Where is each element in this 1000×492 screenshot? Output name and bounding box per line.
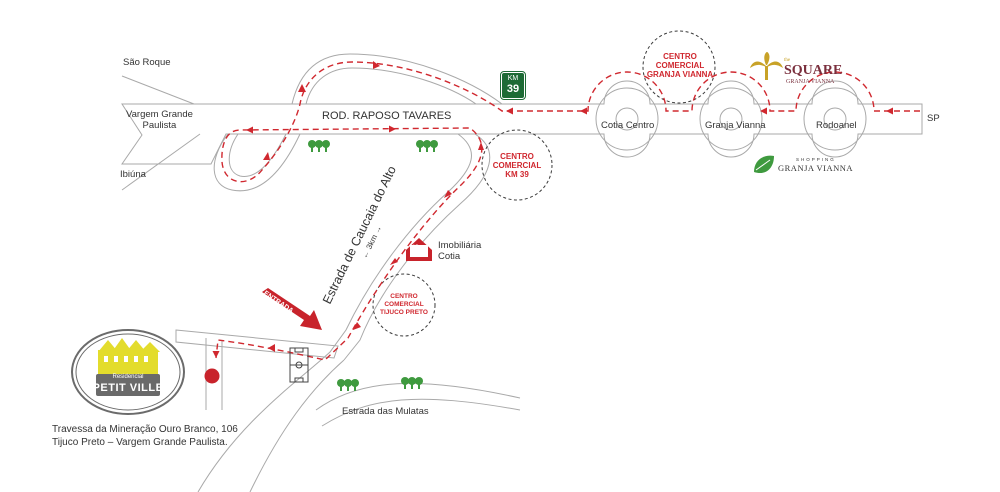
label-imobiliaria: Imobiliária Cotia (438, 240, 482, 262)
label-estrada-mulatas: Estrada das Mulatas (342, 406, 429, 417)
tree-icon (337, 379, 359, 391)
address-line1: Travessa da Mineração Ouro Branco, 106 (52, 424, 238, 435)
shopping-logo-small: SHOPPING (796, 157, 836, 162)
tree-icon (401, 377, 423, 389)
address-line2: Tijuco Preto – Vargem Grande Paulista. (52, 437, 228, 448)
location-pin-icon (204, 368, 220, 384)
km-sign-number: 39 (506, 83, 520, 95)
petit-logo-small: Residencial (112, 374, 144, 380)
entrada-arrow (262, 288, 322, 330)
label-cotia-centro: Cotia Centro (601, 120, 655, 131)
label-ibiuna: Ibiúna (120, 169, 146, 180)
house-icon (406, 238, 432, 261)
label-sp: SP (927, 113, 940, 124)
square-logo-small: the (784, 58, 791, 63)
tree-icon-group (308, 140, 438, 391)
tree-icon (416, 140, 438, 152)
route-path (215, 61, 920, 361)
leaf-icon (754, 155, 774, 174)
route-arrow-icons (212, 61, 893, 358)
tree-icon (308, 140, 330, 152)
label-vargem-grande-paulista: Vargem Grande Paulista (126, 109, 193, 131)
label-rodoanel: Rodoanel (816, 120, 857, 131)
label-cc-granja-vianna: CENTRO COMERCIAL GRANJA VIANNA (646, 52, 714, 79)
shopping-logo-title: GRANJA VIANNA (778, 163, 854, 173)
km-sign-top: KM (507, 75, 519, 82)
square-logo-title: SQUARE (784, 63, 843, 78)
label-rod-raposo-tavares: ROD. RAPOSO TAVARES (322, 110, 452, 122)
cc-tijuco-preto-circle (372, 273, 436, 337)
square-logo-sub: GRANJA VIANNA (786, 79, 835, 85)
label-sao-roque: São Roque (123, 57, 171, 68)
soccer-field-icon (289, 347, 309, 383)
petit-ville-logo (71, 329, 185, 415)
cc-granja-vianna-circle (642, 30, 716, 104)
label-cc-km39: CENTRO COMERCIAL KM 39 (492, 152, 542, 179)
petit-logo-title: PETIT VILLE (92, 382, 164, 394)
label-cc-tijuco-preto: CENTRO COMERCIAL TIJUCO PRETO (380, 293, 428, 316)
imobiliaria-mark: IC (413, 245, 419, 251)
palm-icon (750, 52, 783, 80)
label-granja-vianna: Granja Vianna (705, 120, 766, 131)
km39-sign: KM 39 (500, 71, 526, 100)
cc-km39-circle (481, 129, 553, 201)
